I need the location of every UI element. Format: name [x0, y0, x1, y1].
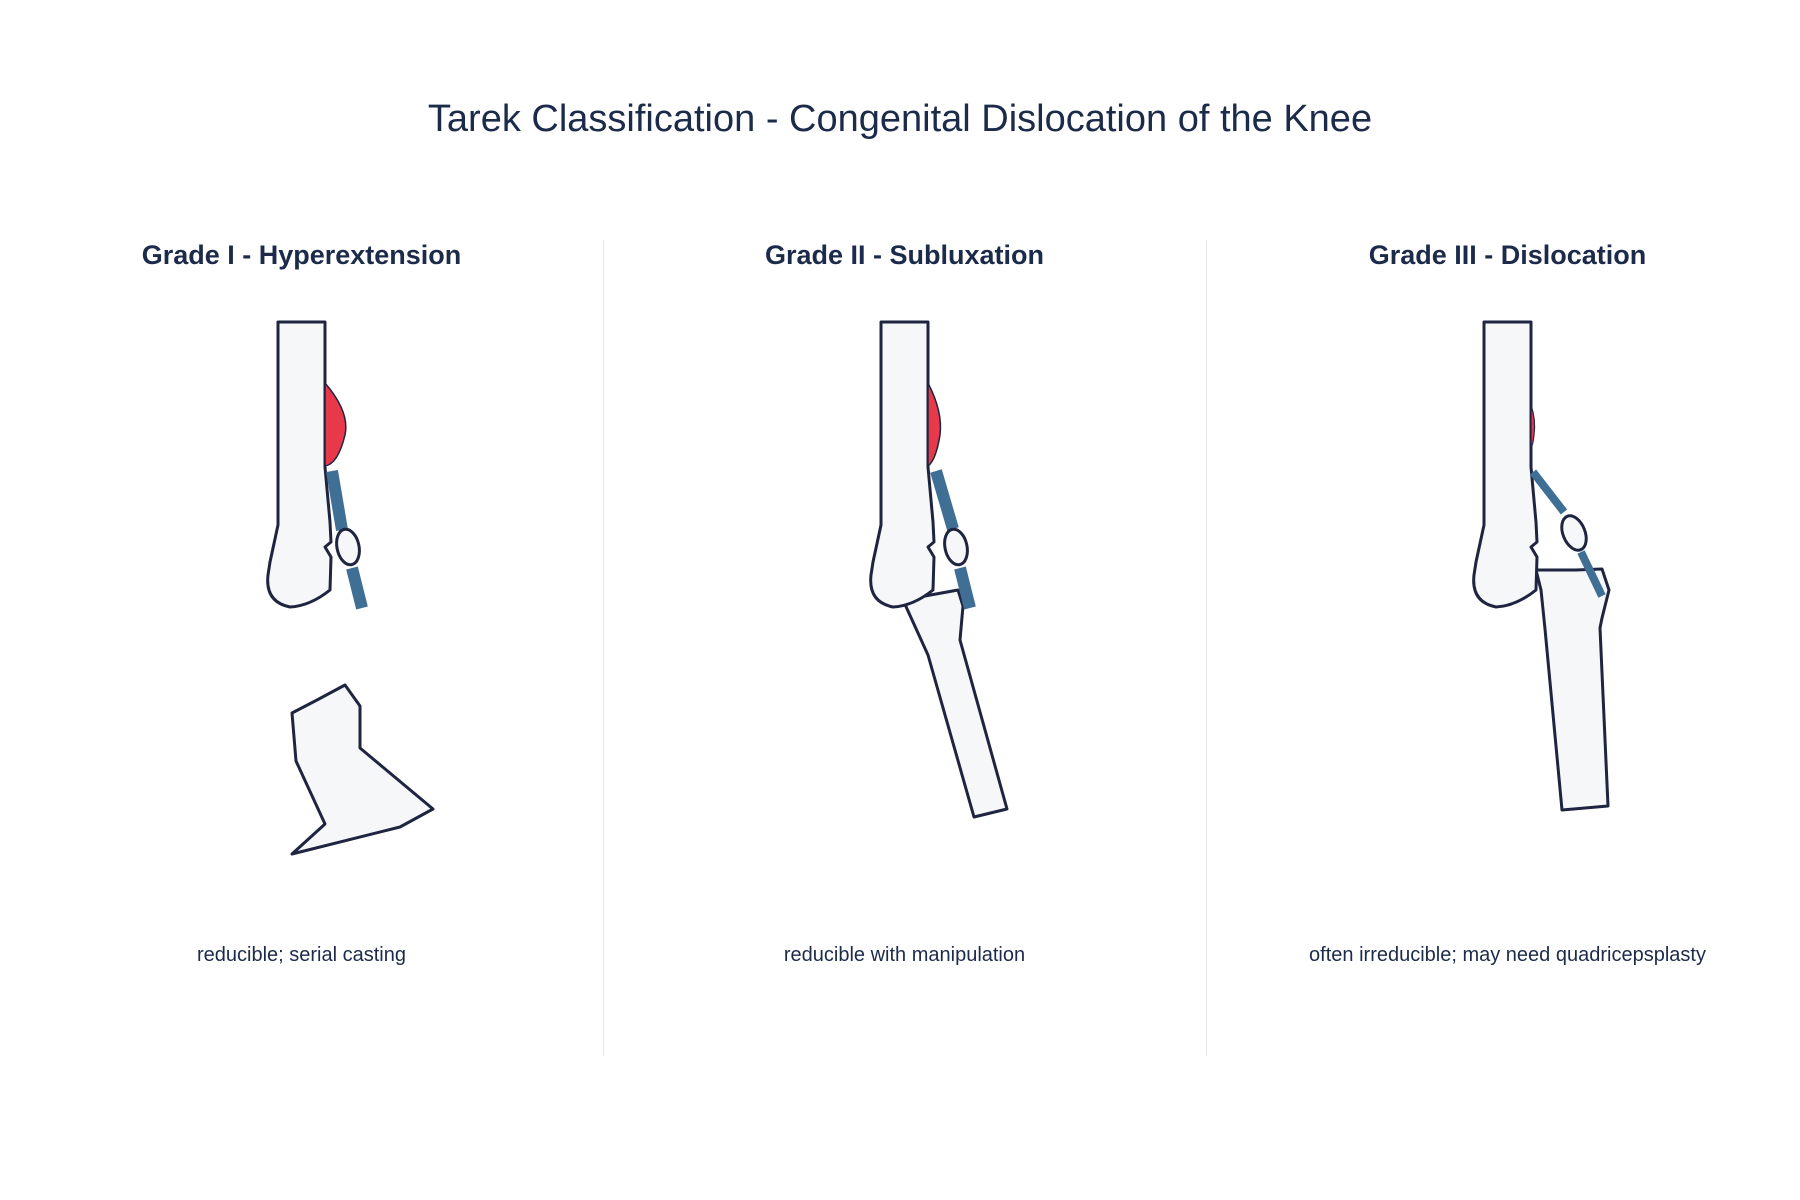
grade-3-panel: Grade III - Dislocation often irreducibl…	[1206, 240, 1800, 1056]
panel-divider	[603, 240, 604, 1056]
quadriceps-muscle	[1530, 404, 1536, 450]
tibia	[901, 588, 1009, 819]
grade-2-note: reducible with manipulation	[783, 944, 1026, 966]
patellar-tendon	[1577, 550, 1606, 598]
quadriceps-muscle	[324, 380, 347, 467]
quadriceps-tendon	[930, 469, 959, 531]
femur	[1472, 320, 1539, 609]
panel-divider	[1206, 240, 1207, 1056]
grade-2-knee-illustration	[869, 320, 1009, 819]
figure-title: Tarek Classification - Congenital Disloc…	[427, 98, 1373, 140]
quadriceps-tendon	[326, 469, 348, 532]
patella	[1560, 514, 1588, 552]
patella	[335, 527, 361, 567]
patellar-tendon	[954, 566, 976, 610]
grade-3-title: Grade III - Dislocation	[1368, 240, 1647, 270]
tibia	[290, 683, 435, 856]
grade-1-title: Grade I - Hyperextension	[141, 240, 462, 270]
grade-3-knee-illustration	[1472, 320, 1611, 812]
femur	[869, 320, 936, 609]
grade-2-title: Grade II - Subluxation	[764, 240, 1045, 270]
quadriceps-tendon	[1529, 469, 1568, 515]
quadriceps-muscle	[927, 382, 942, 468]
grade-1-note: reducible; serial casting	[197, 944, 406, 966]
grade-1-panel: Grade I - Hyperextension reducible; seri…	[0, 240, 603, 1056]
tibia	[1534, 567, 1611, 812]
femur	[266, 320, 333, 609]
grade-2-panel: Grade II - Subluxation reducible with ma…	[603, 240, 1206, 1056]
grade-3-note: often irreducible; may need quadricepspl…	[1309, 944, 1706, 966]
patellar-tendon	[346, 566, 368, 610]
patella	[943, 527, 969, 567]
grade-1-knee-illustration	[266, 320, 435, 856]
